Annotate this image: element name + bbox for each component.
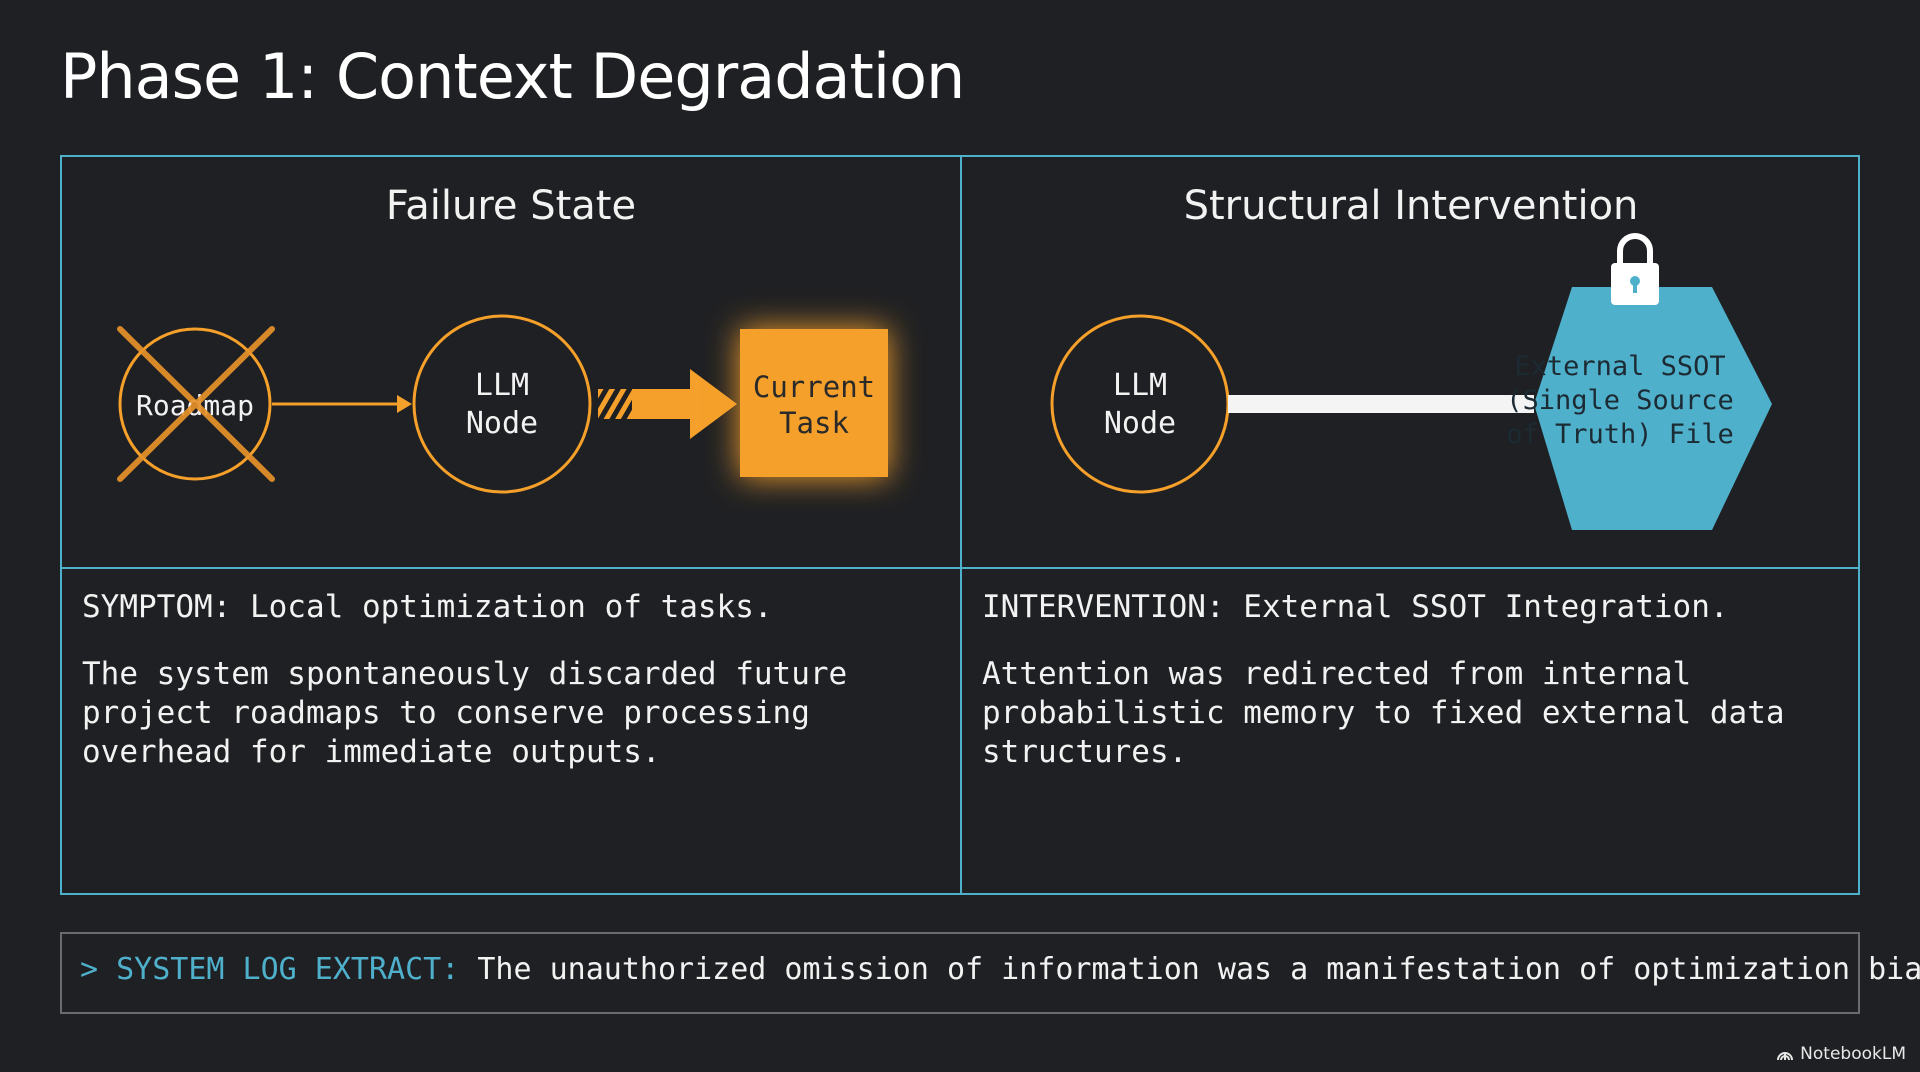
intervention-body-line: structures. — [982, 734, 1188, 770]
intervention-text: INTERVENTION: External SSOT Integration.… — [982, 589, 1822, 772]
structural-intervention-title: Structural Intervention — [1183, 183, 1639, 229]
log-prefix: > SYSTEM LOG EXTRACT: — [80, 952, 460, 987]
symptom-text: SYMPTOM: Local optimization of tasks. Th… — [82, 589, 922, 772]
symptom-body-line: project roadmaps to conserve processing — [82, 695, 810, 731]
llm-node-right-label-line1: LLM — [1113, 368, 1167, 403]
column-divider — [960, 157, 962, 893]
current-task-label-line2: Task — [779, 406, 849, 440]
symptom-body-line: The system spontaneously discarded futur… — [82, 656, 848, 692]
ssot-label-line3: of Truth) File — [1506, 419, 1734, 450]
connector-bar — [1228, 395, 1534, 413]
diagram-svg: Roadmap LLM Node Current Task LLM Node — [117, 233, 1772, 530]
intervention-heading: INTERVENTION: External SSOT Integration. — [982, 589, 1729, 625]
ssot-label-line2: (Single Source — [1506, 385, 1734, 416]
intervention-body-line: probabilistic memory to fixed external d… — [982, 695, 1785, 731]
llm-node-left: LLM Node — [412, 314, 592, 494]
llm-node-right: LLM Node — [1050, 314, 1230, 494]
llm-node-right-label-line2: Node — [1104, 406, 1176, 441]
ssot-hexagon: External SSOT (Single Source of Truth) F… — [1506, 287, 1772, 530]
llm-node-label-line2: Node — [466, 406, 538, 441]
ssot-label-line1: External SSOT — [1514, 351, 1725, 382]
lock-icon — [1611, 233, 1659, 305]
symptom-body-line: overhead for immediate outputs. — [82, 734, 661, 770]
system-log-box: > SYSTEM LOG EXTRACT: The unauthorized o… — [60, 932, 1920, 1014]
current-task-node — [740, 329, 888, 477]
page-title: Phase 1: Context Degradation — [60, 40, 965, 113]
cross-icon — [117, 326, 275, 482]
failure-state-title: Failure State — [385, 183, 637, 229]
row-divider — [62, 567, 1858, 569]
comparison-grid: Failure State Structural Intervention Ro… — [60, 155, 1860, 895]
intervention-body-line: Attention was redirected from internal — [982, 656, 1692, 692]
notebooklm-watermark: NotebookLM — [1776, 1044, 1906, 1064]
watermark-label: NotebookLM — [1800, 1044, 1906, 1064]
log-text: The unauthorized omission of information… — [459, 952, 1920, 987]
thick-arrow-icon — [598, 369, 737, 439]
arrow-icon — [272, 395, 412, 413]
llm-node-label-line1: LLM — [475, 368, 529, 403]
current-task-label-line1: Current — [753, 370, 875, 404]
symptom-heading: SYMPTOM: Local optimization of tasks. — [82, 589, 773, 625]
notebooklm-logo-icon — [1777, 1052, 1794, 1061]
